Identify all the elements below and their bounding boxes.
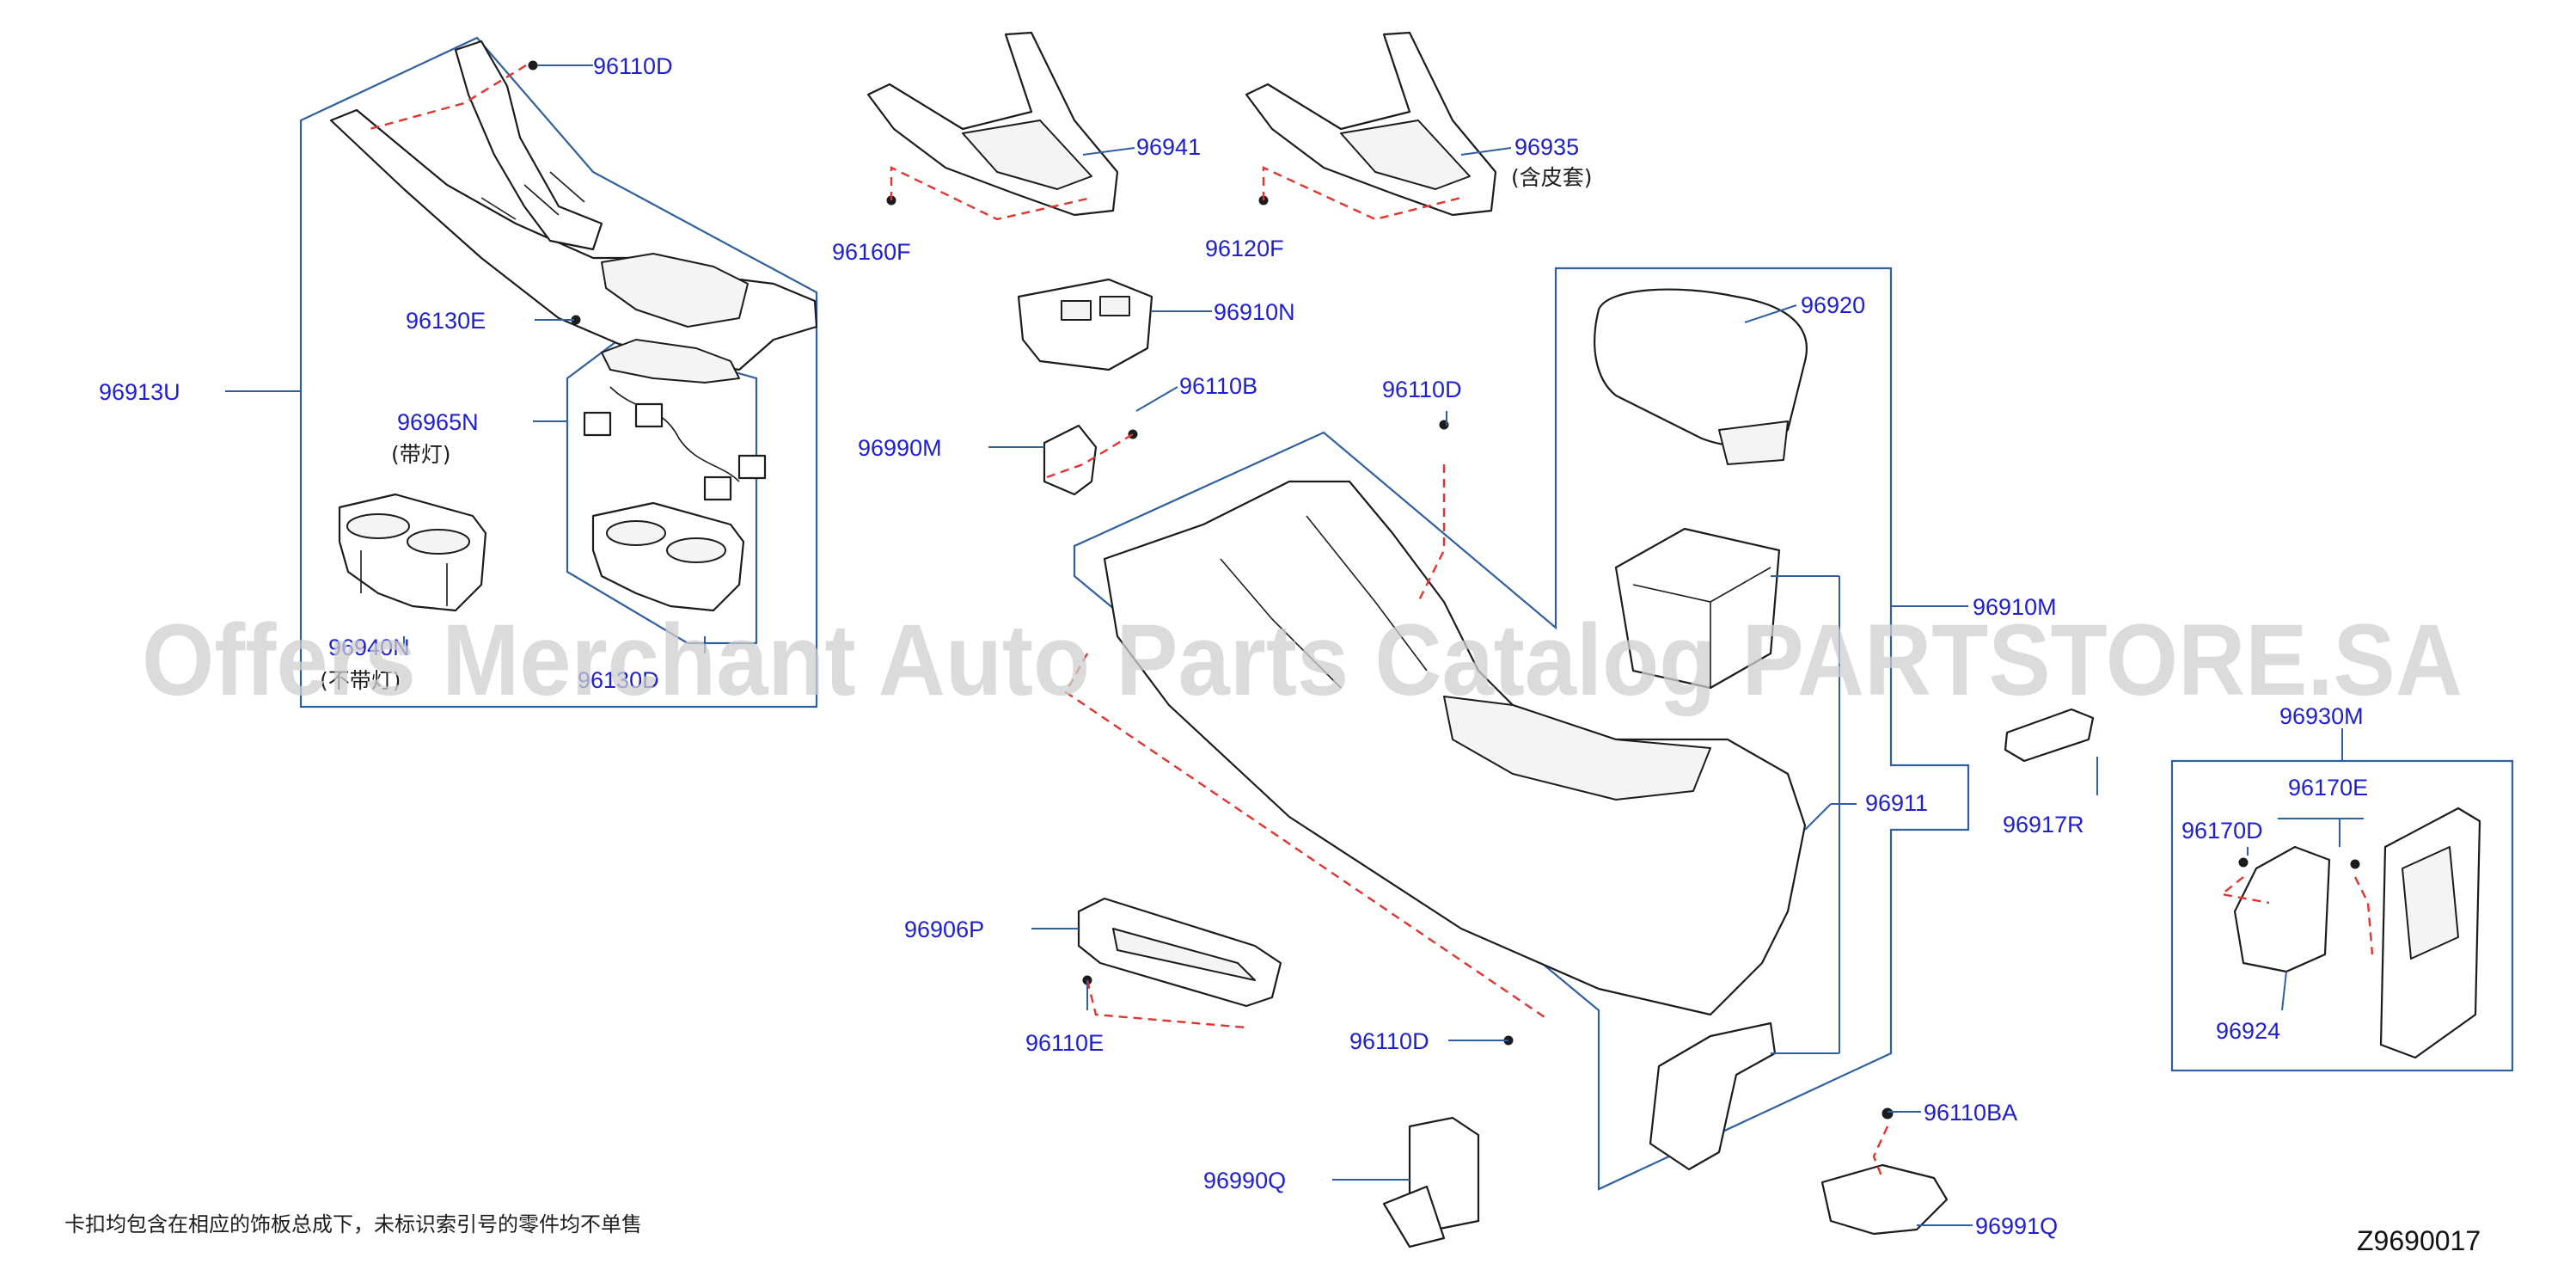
cupholder-96940N [338, 493, 487, 612]
cupholder-96130D [591, 501, 745, 612]
label-96170D: 96170D [2181, 818, 2263, 844]
finisher-96941 [866, 31, 1119, 217]
label-96170E: 96170E [2288, 775, 2368, 801]
label-96906P: 96906P [904, 917, 984, 942]
label-96911: 96911 [1865, 790, 1928, 816]
console-box [1614, 527, 1781, 690]
label-96130E: 96130E [406, 308, 486, 334]
label-96935: 96935 [1514, 134, 1579, 160]
bracket-96991Q [1820, 1163, 1949, 1236]
bracket-96990Q [1382, 1116, 1480, 1248]
label-96910N: 96910N [1214, 299, 1295, 325]
label-96991Q: 96991Q [1975, 1213, 2058, 1239]
side-panel-96930M [2379, 807, 2481, 1059]
label-96965N-note: (带灯) [391, 442, 451, 467]
label-96917R: 96917R [2003, 812, 2084, 837]
label-96990M: 96990M [858, 435, 942, 461]
label-96110BA: 96110BA [1924, 1100, 2017, 1126]
label-96990Q: 96990Q [1203, 1168, 1286, 1193]
label-96110D-top: 96110D [593, 53, 673, 79]
label-96120F: 96120F [1205, 236, 1284, 261]
label-96941: 96941 [1136, 134, 1201, 160]
clip-96917R [2004, 708, 2095, 763]
label-96130D: 96130D [578, 667, 659, 693]
console-bracket [1649, 1021, 1777, 1171]
label-96910M: 96910M [1973, 594, 2057, 620]
label-96110D-low: 96110D [1349, 1028, 1429, 1054]
fasteners [528, 60, 2360, 1120]
label-96965N: 96965N [397, 409, 479, 435]
label-96110D-mid: 96110D [1382, 377, 1462, 402]
pocket-96924 [2233, 845, 2331, 973]
tray-96906P [1077, 897, 1282, 1008]
finisher-96935 [1245, 31, 1497, 217]
label-96940N-note: (不带灯) [320, 668, 401, 693]
label-96110E: 96110E [1025, 1030, 1104, 1056]
bracket-96990M [1043, 424, 1098, 496]
console-body-96911 [1103, 480, 1807, 1016]
footnote: 卡扣均包含在相应的饰板总成下，未标识索引号的零件均不单售 [64, 1212, 642, 1236]
label-96930M: 96930M [2279, 703, 2364, 729]
label-96935-note: (含皮套) [1511, 165, 1593, 190]
harness-96965N [583, 339, 767, 501]
group-box-96910M [1073, 267, 1970, 1191]
bezel-96910N [1017, 278, 1153, 371]
watermark: Offers Merchant Auto Parts Catalog PARTS… [142, 604, 2463, 717]
armrest-lid-96920 [1594, 288, 1808, 465]
label-96940N: 96940N [328, 635, 410, 660]
label-96913U: 96913U [99, 379, 181, 405]
label-96920: 96920 [1801, 292, 1865, 318]
label-96924: 96924 [2216, 1018, 2280, 1044]
diagram-code: Z9690017 [2357, 1225, 2481, 1256]
leader-lines [225, 64, 2364, 1226]
label-96110B: 96110B [1179, 373, 1257, 399]
label-96160F: 96160F [832, 239, 911, 265]
assembly-guides [369, 64, 2374, 1179]
group-box-96913U [299, 36, 818, 709]
trim-panel-96913U [329, 40, 818, 371]
